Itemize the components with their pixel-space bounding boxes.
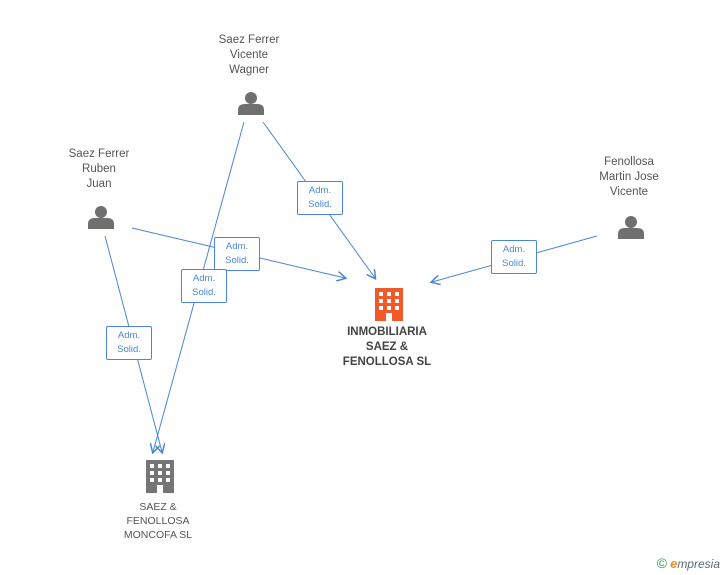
person-icon[interactable]: [88, 206, 114, 229]
relation-line2: Solid.: [225, 255, 249, 266]
copyright-icon: ©: [656, 555, 668, 571]
name-line: Vicente: [609, 186, 649, 198]
relation-line1: Adm.: [225, 241, 249, 252]
name-line: Martin Jose: [599, 171, 659, 183]
relation-line2: Solid.: [117, 344, 141, 355]
name-line: Saez Ferrer: [68, 148, 130, 160]
name-line: Fenollosa: [604, 156, 654, 168]
name-line: Saez Ferrer: [218, 34, 280, 46]
relation-line2: Solid.: [502, 258, 526, 269]
relation-label[interactable]: Adm. Solid.: [297, 181, 343, 215]
relation-label[interactable]: Adm. Solid.: [181, 269, 227, 303]
empresia-watermark[interactable]: ©empresia: [657, 555, 720, 571]
company-name-inmobiliaria[interactable]: INMOBILIARIA SAEZ & FENOLLOSA SL: [343, 325, 431, 370]
name-line: Juan: [86, 178, 112, 190]
name-line: SAEZ &: [139, 501, 177, 513]
person-icon[interactable]: [238, 92, 264, 115]
name-line: MONCOFA SL: [123, 529, 193, 541]
company-name-moncofa[interactable]: SAEZ & FENOLLOSA MONCOFA SL: [124, 500, 192, 542]
relation-label[interactable]: Adm. Solid.: [214, 237, 260, 271]
brand-initial: e: [670, 556, 678, 571]
relation-label[interactable]: Adm. Solid.: [106, 326, 152, 360]
relation-line2: Solid.: [192, 287, 216, 298]
name-line: Vicente: [229, 49, 269, 61]
building-icon[interactable]: [375, 288, 403, 321]
relation-line1: Adm.: [308, 185, 332, 196]
building-icon[interactable]: [146, 460, 174, 493]
name-line: INMOBILIARIA: [347, 326, 427, 338]
relation-line1: Adm.: [192, 273, 216, 284]
name-line: Ruben: [82, 163, 116, 175]
relation-line1: Adm.: [117, 330, 141, 341]
relation-line2: Solid.: [308, 199, 332, 210]
person-name-fenollosa[interactable]: Fenollosa Martin Jose Vicente: [599, 155, 658, 200]
name-line: Wagner: [229, 64, 269, 76]
person-name-ruben[interactable]: Saez Ferrer Ruben Juan: [69, 147, 130, 192]
name-line: FENOLLOSA: [126, 515, 190, 527]
person-icon[interactable]: [618, 216, 644, 239]
name-line: SAEZ &: [365, 341, 409, 353]
name-line: FENOLLOSA SL: [342, 356, 432, 368]
relation-label[interactable]: Adm. Solid.: [491, 240, 537, 274]
relation-line1: Adm.: [502, 244, 526, 255]
person-name-vicente[interactable]: Saez Ferrer Vicente Wagner: [219, 33, 280, 78]
brand-name: mpresia: [677, 557, 720, 571]
